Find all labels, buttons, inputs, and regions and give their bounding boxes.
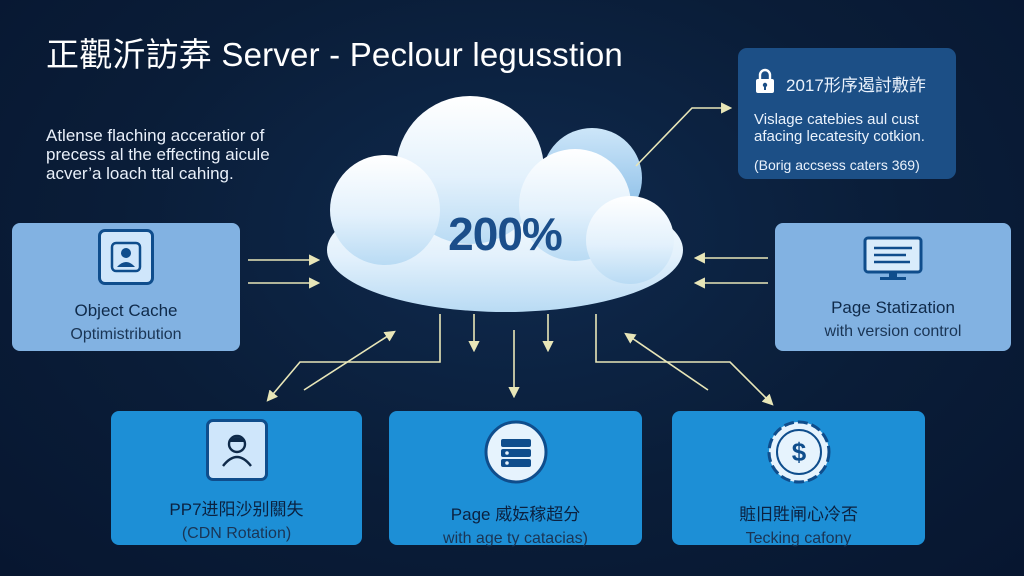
card-title: Page Statization <box>831 298 955 317</box>
cloud-shape <box>327 96 683 312</box>
card-subtitle: (CDN Rotation) <box>181 525 292 542</box>
card-subtitle: Tecking cafony <box>745 530 852 547</box>
card-cdn-rotation[interactable]: PP7进阳沙别關失 (CDN Rotation) <box>111 411 362 545</box>
arrow-to-info <box>635 102 733 167</box>
server-icon <box>483 419 549 490</box>
info-box: 2017形序遏討敷詐 Vislage catebies aul cust afa… <box>738 48 956 179</box>
card-page-center[interactable]: Page 威妘稼超分 with age ty catacias) <box>389 411 642 547</box>
card-tracking[interactable]: $ 賘旧貹闸心冷否 Tecking cafony <box>672 411 925 547</box>
card-subtitle: Optimistribution <box>70 326 182 343</box>
card-page-statization[interactable]: Page Statization with version control <box>775 223 1011 351</box>
user-icon <box>98 229 154 285</box>
svg-text:$: $ <box>791 437 806 467</box>
info-note: (Borig accsess caters 369) <box>754 157 920 173</box>
intro-line: Atlense flaching acceratior of <box>46 126 265 145</box>
lock-icon <box>754 68 776 99</box>
card-title: Page 威妘稼超分 <box>450 505 581 524</box>
info-body-line: Vislage catebies aul cust <box>754 111 919 128</box>
card-subtitle: with version control <box>824 323 962 340</box>
person-icon <box>205 419 268 481</box>
arrow-from-tracking <box>624 332 709 391</box>
intro-line: acver’a loach ttal cahing. <box>46 164 234 183</box>
info-heading: 2017形序遏討敷詐 <box>786 76 926 95</box>
dollar-icon: $ <box>766 419 832 490</box>
cloud-label: 200% <box>448 208 563 260</box>
page-title: 正觀沂訪弆 Server - Peclour legusstion <box>46 36 623 73</box>
intro-line: precess al the effecting aicule <box>46 145 270 164</box>
arrow-from-cdn <box>303 330 396 391</box>
card-subtitle: with age ty catacias) <box>443 530 588 547</box>
intro-text: Atlense flaching acceratior of precess a… <box>46 126 346 183</box>
info-body-line: afacing lecatesity cotkion. <box>754 128 925 145</box>
arrow-to-cdn <box>266 314 441 402</box>
card-object-cache[interactable]: Object Cache Optimistribution <box>12 223 240 351</box>
arrow-to-tracking <box>595 314 774 406</box>
monitor-icon <box>862 235 924 288</box>
card-title: PP7进阳沙别關失 <box>169 500 304 519</box>
card-title: 賘旧貹闸心冷否 <box>739 505 858 524</box>
card-title: Object Cache <box>74 301 178 320</box>
